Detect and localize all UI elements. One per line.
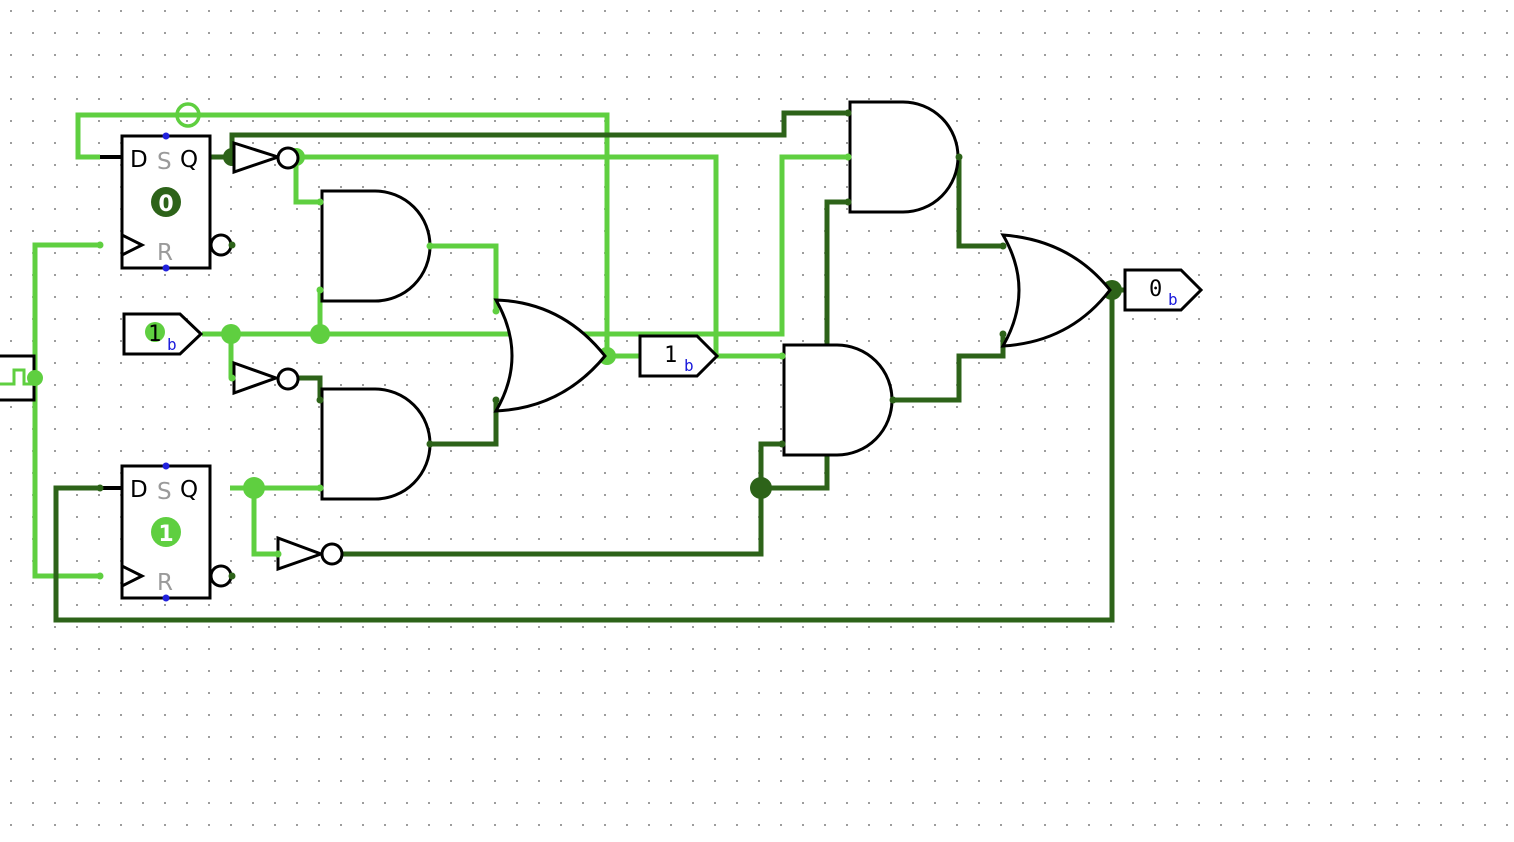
ff2-state-value: 1 xyxy=(158,522,173,547)
clock-square-wave-icon xyxy=(0,368,34,386)
ff2-qbar-bubble xyxy=(209,564,233,588)
wire-feedback-top[interactable] xyxy=(75,112,610,356)
pin-dot xyxy=(999,330,1007,338)
probe-middle-value: 1 xyxy=(664,343,677,368)
pin-dot xyxy=(316,198,324,206)
ff2-clock-triangle-icon xyxy=(121,564,146,588)
and-gate-3[interactable] xyxy=(848,100,960,214)
pin-dot xyxy=(316,286,324,294)
d-flipflop-bottom[interactable]: D S Q R 1 xyxy=(120,462,233,602)
ff2-r-label: R xyxy=(157,570,173,596)
junctions xyxy=(175,102,1122,499)
input-pin[interactable]: 1 b xyxy=(122,312,204,356)
pin-dot xyxy=(778,440,786,448)
wire-input-bus[interactable] xyxy=(202,154,848,337)
ff1-set-pin xyxy=(162,132,170,140)
pin-dot xyxy=(316,484,324,492)
wire-and1-to-or1[interactable] xyxy=(430,243,499,310)
pin-dot xyxy=(492,396,500,404)
pin-dot xyxy=(228,374,236,382)
pin-dot xyxy=(844,153,852,161)
ff1-r-label: R xyxy=(157,240,173,266)
pin-dot xyxy=(492,307,500,315)
ff2-state-indicator xyxy=(151,517,181,547)
pin-dot xyxy=(96,484,104,492)
d-flipflop-top[interactable]: D S Q R 0 xyxy=(120,132,233,272)
input-pin-radix: b xyxy=(167,335,177,354)
pin-dot xyxy=(228,572,236,580)
ff1-q-label: Q xyxy=(180,147,198,173)
junction-dot xyxy=(221,324,241,344)
or-gate-1[interactable] xyxy=(493,298,607,413)
pin-dot xyxy=(844,109,852,117)
not-gate-bottom[interactable] xyxy=(276,535,344,572)
wire-clock-bus[interactable] xyxy=(32,242,100,579)
not-gate-middle[interactable] xyxy=(232,360,300,396)
wire-and3-to-or2[interactable] xyxy=(956,157,1003,249)
ff2-reset-pin xyxy=(162,594,170,602)
ff1-reset-pin xyxy=(162,264,170,272)
pin-dot xyxy=(889,396,897,404)
clock-output-dot xyxy=(27,370,43,386)
ff1-clock-triangle-icon xyxy=(121,233,146,257)
pin-dot xyxy=(426,440,434,448)
input-pin-value: 1 xyxy=(148,322,161,347)
probe-middle[interactable]: 1 b xyxy=(638,334,720,378)
clock-source[interactable] xyxy=(0,354,43,402)
pin-dot xyxy=(955,153,963,161)
junction-dot xyxy=(310,324,330,344)
pin-dot xyxy=(228,241,236,249)
ff2-s-label: S xyxy=(157,479,172,505)
ff1-s-label: S xyxy=(157,149,172,175)
not-gate-top[interactable] xyxy=(232,140,300,175)
wire-crossover-marker xyxy=(175,102,201,128)
wire-and4-to-or2[interactable] xyxy=(893,334,1006,403)
probe-output[interactable]: 0 b xyxy=(1123,268,1204,312)
ff2-set-pin xyxy=(162,462,170,470)
pin-dot xyxy=(274,550,282,558)
ff1-d-label: D xyxy=(130,147,148,173)
wire-and2-to-or1[interactable] xyxy=(430,400,499,447)
probe-output-value: 0 xyxy=(1149,277,1162,302)
and-gate-2[interactable] xyxy=(320,387,432,501)
and-gate-4[interactable] xyxy=(782,343,894,457)
pin-dot xyxy=(96,572,104,580)
pin-dot xyxy=(316,396,324,404)
probe-output-radix: b xyxy=(1168,290,1178,309)
wire-feedback-bottom[interactable] xyxy=(53,290,1115,623)
or-gate-2[interactable] xyxy=(1000,233,1112,348)
wire-not1-to-and1[interactable] xyxy=(293,157,320,205)
pin-dot xyxy=(778,352,786,360)
ff2-q-label: Q xyxy=(180,477,198,503)
wire-ff1q-to-and3[interactable] xyxy=(210,110,848,160)
ff2-d-label: D xyxy=(130,477,148,503)
wires-on xyxy=(32,112,848,579)
pin-dot xyxy=(96,241,104,249)
pin-dot xyxy=(426,242,434,250)
pin-contacts xyxy=(96,109,1007,580)
ff1-qbar-bubble xyxy=(209,233,233,257)
probe-middle-radix: b xyxy=(684,356,694,375)
wire-not1-to-and4[interactable] xyxy=(296,154,780,359)
wire-not2-to-and2[interactable] xyxy=(298,375,323,400)
pin-dot xyxy=(999,242,1007,250)
ff1-state-indicator xyxy=(151,187,181,217)
ff1-state-value: 0 xyxy=(158,192,173,217)
wire-ff2q-to-not3[interactable] xyxy=(251,488,278,557)
pin-dot xyxy=(844,198,852,206)
junction-dot xyxy=(750,477,772,499)
input-pin-state-dot xyxy=(145,322,165,342)
junction-dot xyxy=(243,477,265,499)
and-gate-1[interactable] xyxy=(320,189,432,303)
